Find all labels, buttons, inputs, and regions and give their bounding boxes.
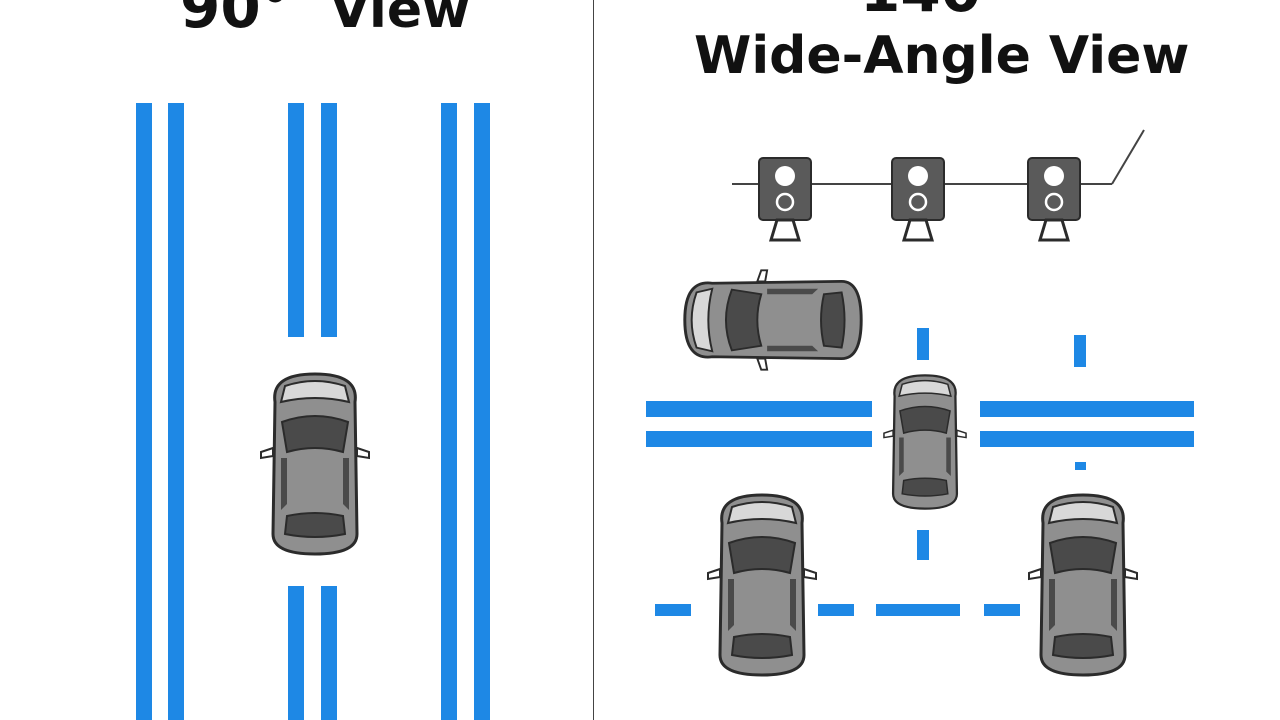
lane-line (168, 103, 184, 720)
lane-dash (917, 328, 929, 360)
car-icon (882, 374, 968, 510)
lane-dash (818, 604, 854, 616)
center-line-dash (321, 586, 337, 720)
center-line-dash (288, 103, 304, 337)
lane-line (441, 103, 457, 720)
lane-dash (984, 604, 1020, 616)
lane-line (136, 103, 152, 720)
lane-line (646, 431, 872, 447)
left-panel-90-view: 90° View (0, 0, 593, 720)
lane-line (646, 401, 872, 417)
center-line-dash (321, 103, 337, 337)
left-title-word: View (329, 0, 471, 40)
car-icon (1027, 493, 1139, 677)
lane-dash (1074, 335, 1086, 367)
car-icon (706, 493, 818, 677)
lane-line (980, 401, 1194, 417)
left-title: 90°View (180, 0, 470, 36)
wide-intersection-diagram (646, 129, 1194, 677)
lane-dash (876, 604, 960, 616)
traffic-signal-icon (890, 156, 946, 242)
left-title-number: 90° (180, 0, 290, 41)
lane-dash (1075, 462, 1086, 470)
lane-line (980, 431, 1194, 447)
lane-dash (917, 530, 929, 560)
traffic-signal-icon (757, 156, 813, 242)
lane-line (474, 103, 490, 720)
panel-divider (593, 0, 594, 720)
center-line-dash (288, 586, 304, 720)
traffic-signal-icon (1026, 156, 1082, 242)
right-title-angle: 140° (860, 0, 1010, 20)
narrow-road-diagram (136, 103, 490, 720)
right-panel-140-view: 140° Wide-Angle View (594, 0, 1280, 720)
right-title-view: Wide-Angle View (694, 26, 1190, 86)
car-icon (259, 372, 371, 556)
lane-dash (655, 604, 691, 616)
car-icon (683, 268, 863, 372)
